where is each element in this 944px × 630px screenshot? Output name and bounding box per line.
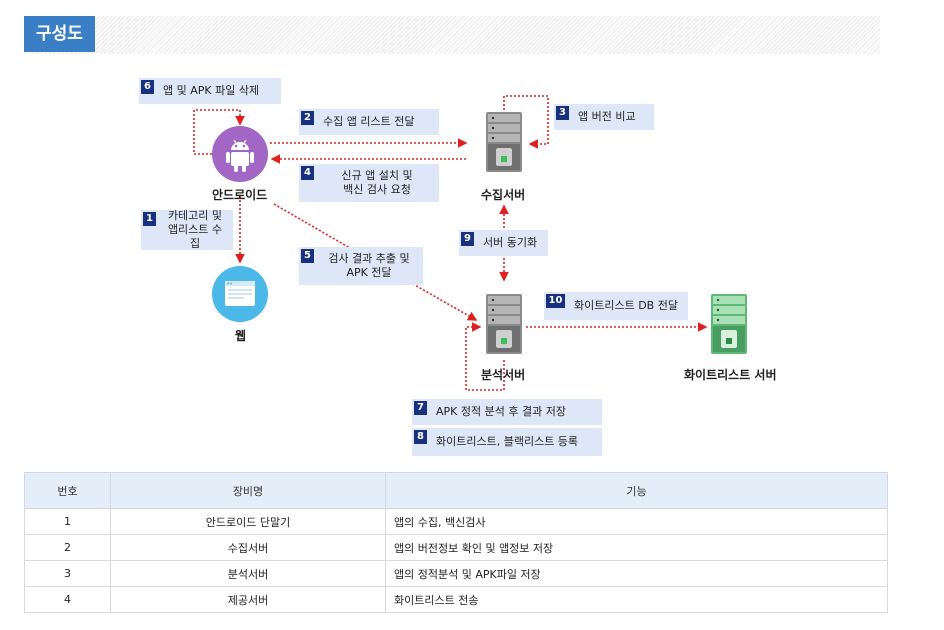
step-10-text: 화이트리스트 DB 전달 — [574, 299, 678, 312]
table-row: 2 수집서버 앱의 버전정보 확인 및 앱정보 저장 — [24, 534, 888, 561]
whitelist-server-icon — [710, 294, 748, 354]
row-number: 1 — [24, 508, 111, 535]
analysis-server-icon — [485, 294, 523, 354]
step-4-number: 4 — [301, 166, 314, 180]
step-1-number: 1 — [143, 212, 156, 226]
table-row: 4 제공서버 화이트리스트 전송 — [24, 586, 888, 613]
step-10-number: 10 — [546, 294, 565, 308]
whitelist-server-label: 화이트리스트 서버 — [684, 368, 777, 382]
step-5-text: 검사 결과 추출 및 APK 전달 — [328, 252, 410, 279]
table-header-row: 번호 장비명 기능 — [24, 472, 888, 509]
step-6-number: 6 — [141, 80, 154, 94]
step-3-text: 앱 버전 비교 — [578, 110, 636, 123]
row-equipment: 분석서버 — [110, 560, 386, 587]
step-9-box: 9 서버 동기화 — [459, 230, 548, 256]
step-9-number: 9 — [461, 232, 474, 246]
table-row: 1 안드로이드 단말기 앱의 수집, 백신검사 — [24, 508, 888, 535]
step-1-text: 카테고리 및 앱리스트 수집 — [167, 209, 223, 250]
header-number: 번호 — [24, 472, 111, 509]
step-8-text: 화이트리스트, 블랙리스트 등록 — [436, 435, 579, 448]
row-function: 앱의 버전정보 확인 및 앱정보 저장 — [385, 534, 888, 561]
row-equipment: 안드로이드 단말기 — [110, 508, 386, 535]
row-number: 2 — [24, 534, 111, 561]
android-label: 안드로이드 — [212, 188, 268, 202]
collect-server-icon — [485, 112, 523, 172]
collect-server-label: 수집서버 — [481, 188, 526, 202]
row-equipment: 제공서버 — [110, 586, 386, 613]
step-2-number: 2 — [301, 111, 314, 125]
header-function: 기능 — [385, 472, 888, 509]
step-3-box: 3 앱 버전 비교 — [554, 104, 654, 130]
step-6-box: 6 앱 및 APK 파일 삭제 — [139, 78, 281, 104]
step-8-number: 8 — [414, 430, 427, 444]
step-9-text: 서버 동기화 — [483, 236, 538, 249]
step-7-number: 7 — [414, 401, 427, 415]
step-4-box: 4 신규 앱 설치 및 백신 검사 요청 — [299, 164, 439, 202]
web-browser-icon — [212, 266, 268, 322]
web-label: 웹 — [235, 329, 247, 343]
step-4-text: 신규 앱 설치 및 백신 검사 요청 — [341, 169, 413, 196]
analysis-server-label: 분석서버 — [481, 368, 526, 382]
row-function: 앱의 수집, 백신검사 — [385, 508, 888, 535]
row-number: 4 — [24, 586, 111, 613]
android-icon — [212, 126, 268, 182]
header-equipment-name: 장비명 — [110, 472, 386, 509]
step-7-text: APK 정적 분석 후 결과 저장 — [436, 405, 566, 418]
step-7-box: 7 APK 정적 분석 후 결과 저장 — [412, 399, 602, 425]
step-2-text: 수집 앱 리스트 전달 — [323, 115, 415, 128]
section-title: 구성도 — [24, 16, 95, 52]
row-equipment: 수집서버 — [110, 534, 386, 561]
step-8-box: 8 화이트리스트, 블랙리스트 등록 — [412, 428, 602, 456]
table-row: 3 분석서버 앱의 정적분석 및 APK파일 저장 — [24, 560, 888, 587]
row-function: 화이트리스트 전송 — [385, 586, 888, 613]
row-function: 앱의 정적분석 및 APK파일 저장 — [385, 560, 888, 587]
row-number: 3 — [24, 560, 111, 587]
step-6-text: 앱 및 APK 파일 삭제 — [163, 84, 260, 97]
section-header: 구성도 — [24, 16, 880, 54]
step-5-number: 5 — [301, 249, 314, 263]
equipment-table: 번호 장비명 기능 1 안드로이드 단말기 앱의 수집, 백신검사 2 수집서버… — [24, 472, 888, 613]
step-1-box: 1 카테고리 및 앱리스트 수집 — [141, 209, 233, 250]
step-10-box: 10 화이트리스트 DB 전달 — [544, 292, 688, 320]
step-3-number: 3 — [556, 106, 569, 120]
step-5-box: 5 검사 결과 추출 및 APK 전달 — [299, 247, 423, 285]
step-2-box: 2 수집 앱 리스트 전달 — [299, 109, 439, 135]
